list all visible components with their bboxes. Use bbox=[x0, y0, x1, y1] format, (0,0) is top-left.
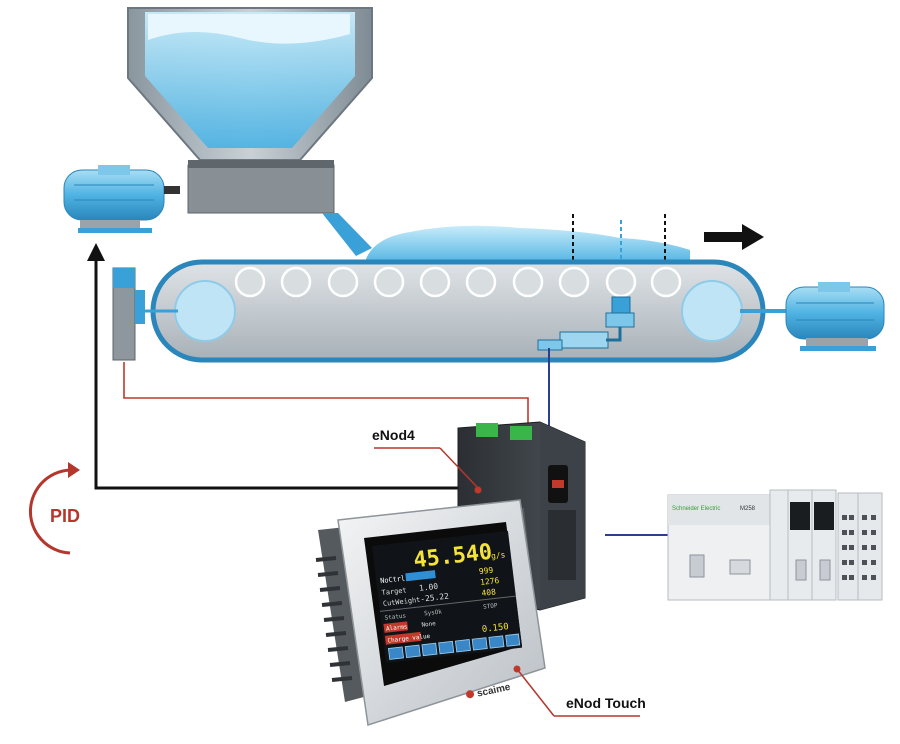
speed-encoder bbox=[112, 267, 178, 361]
screen-target-value: 1.00 bbox=[419, 582, 439, 593]
plc-unit: Schneider Electric M258 bbox=[667, 489, 883, 601]
screen-status-value: SysOk bbox=[424, 608, 443, 617]
load-cell bbox=[537, 296, 635, 351]
screen-right-mid: 1276 bbox=[480, 576, 500, 587]
loop-arrow-icon bbox=[68, 462, 80, 478]
screen-alarms-value: None bbox=[421, 620, 436, 629]
right-motor bbox=[740, 282, 885, 351]
screen-right-top: 999 bbox=[478, 566, 494, 577]
hopper bbox=[127, 7, 373, 214]
encoder-signal-wire bbox=[123, 362, 529, 428]
pid-feedback-line bbox=[87, 243, 480, 490]
screen-weight-unit: g/s bbox=[491, 550, 506, 561]
plc-brand: Schneider Electric bbox=[672, 506, 720, 512]
screen-charge-value: 0.150 bbox=[481, 622, 509, 635]
product-on-belt bbox=[365, 225, 690, 264]
screen-mode: NoCtrl bbox=[380, 574, 406, 585]
terminal-screen: 45.540 g/s NoCtrl Target 1.00 CutWeight … bbox=[372, 530, 523, 663]
enod4-label: eNod4 bbox=[372, 427, 415, 443]
pid-loop: PID bbox=[28, 462, 80, 555]
material-chute bbox=[322, 213, 372, 256]
screen-charge-label: Charge value bbox=[387, 633, 431, 645]
enod4-label-pointer bbox=[439, 447, 479, 489]
cooling-fins bbox=[315, 556, 353, 682]
screen-softkeys[interactable] bbox=[387, 633, 521, 660]
direction-arrow-icon bbox=[704, 224, 764, 250]
screen-target-label: Target bbox=[381, 586, 407, 597]
left-motor bbox=[63, 165, 180, 233]
enod-touch-label: eNod Touch bbox=[566, 695, 646, 711]
screen-cutweight-value: -25.22 bbox=[420, 592, 450, 604]
pid-label: PID bbox=[50, 506, 80, 526]
level-probes bbox=[572, 214, 666, 262]
screen-stop-label: STOP bbox=[483, 602, 498, 611]
screen-status-label: Status bbox=[384, 612, 406, 621]
screen-alarms-label: Alarms bbox=[386, 623, 408, 632]
enod-touch-label-leader bbox=[516, 668, 555, 717]
plc-model: M258 bbox=[740, 506, 756, 512]
belt-rollers bbox=[234, 266, 682, 298]
screen-right-low: 408 bbox=[481, 587, 497, 598]
